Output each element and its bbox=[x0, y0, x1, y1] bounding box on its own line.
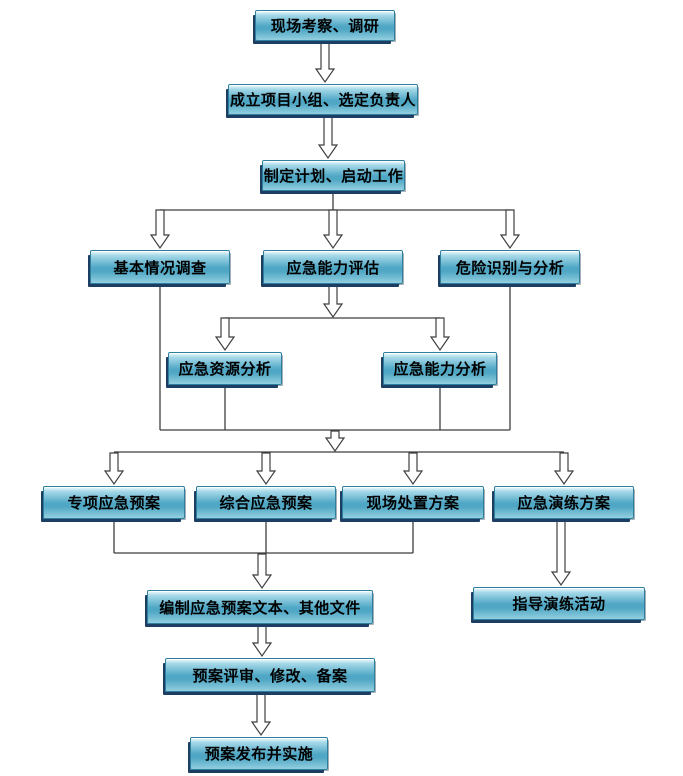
node-hazard-identification: 危险识别与分析 bbox=[440, 250, 580, 284]
node-publish-implement: 预案发布并实施 bbox=[190, 737, 328, 770]
arrow-to-resource bbox=[214, 317, 236, 352]
node-make-plan: 制定计划、启动工作 bbox=[262, 160, 405, 191]
node-label: 危险识别与分析 bbox=[455, 259, 565, 277]
arrow-drill-to-guide bbox=[550, 519, 572, 587]
connector-arrows bbox=[103, 40, 575, 737]
arrow-eval-to-branch bbox=[322, 284, 344, 319]
arrow-to-special bbox=[103, 452, 125, 486]
node-review-revise: 预案评审、修改、备案 bbox=[165, 658, 375, 692]
node-label: 应急能力评估 bbox=[286, 259, 380, 277]
arrow-review-to-publish bbox=[250, 692, 272, 737]
arrow-survey-to-team bbox=[314, 40, 336, 84]
node-label: 制定计划、启动工作 bbox=[263, 168, 404, 185]
node-onsite-plan: 现场处置方案 bbox=[342, 486, 484, 519]
node-special-plan: 专项应急预案 bbox=[43, 486, 185, 519]
node-compile-documents: 编制应急预案文本、其他文件 bbox=[147, 590, 373, 624]
node-label: 基本情况调查 bbox=[113, 259, 207, 277]
node-basic-investigation: 基本情况调查 bbox=[90, 250, 230, 284]
node-label: 现场处置方案 bbox=[366, 495, 460, 512]
node-label: 综合应急预案 bbox=[219, 495, 313, 512]
node-comprehensive-plan: 综合应急预案 bbox=[196, 486, 336, 519]
node-label: 专项应急预案 bbox=[67, 495, 161, 512]
arrow-team-to-plan bbox=[317, 114, 339, 160]
node-label: 应急演练方案 bbox=[517, 495, 611, 512]
arrow-to-drill bbox=[553, 452, 575, 486]
node-capability-evaluation: 应急能力评估 bbox=[263, 250, 403, 284]
node-guide-drill: 指导演练活动 bbox=[473, 587, 645, 620]
arrow-merge-to-plans bbox=[324, 430, 346, 453]
node-label: 现场考察、调研 bbox=[270, 18, 380, 35]
node-site-survey: 现场考察、调研 bbox=[255, 10, 395, 41]
node-label: 预案发布并实施 bbox=[204, 746, 314, 763]
arrow-to-onsite bbox=[402, 452, 424, 486]
arrow-to-comprehensive bbox=[255, 452, 277, 486]
node-label: 应急资源分析 bbox=[178, 361, 272, 378]
arrow-to-compile bbox=[251, 553, 273, 590]
arrow-to-capability-analysis bbox=[429, 317, 451, 352]
node-resource-analysis: 应急资源分析 bbox=[168, 352, 282, 385]
arrow-to-hazard bbox=[499, 209, 521, 250]
connector-lines bbox=[113, 191, 564, 554]
node-label: 指导演练活动 bbox=[512, 596, 606, 613]
node-capability-analysis: 应急能力分析 bbox=[383, 352, 497, 385]
node-form-team: 成立项目小组、选定负责人 bbox=[228, 84, 418, 115]
node-label: 成立项目小组、选定负责人 bbox=[229, 92, 416, 109]
arrow-to-capability-eval bbox=[322, 209, 344, 250]
arrow-to-basic bbox=[149, 209, 171, 250]
node-label: 应急能力分析 bbox=[393, 361, 487, 378]
node-label: 预案评审、修改、备案 bbox=[192, 667, 348, 685]
node-label: 编制应急预案文本、其他文件 bbox=[159, 599, 361, 617]
arrow-compile-to-review bbox=[251, 624, 273, 658]
node-drill-plan: 应急演练方案 bbox=[494, 486, 634, 519]
